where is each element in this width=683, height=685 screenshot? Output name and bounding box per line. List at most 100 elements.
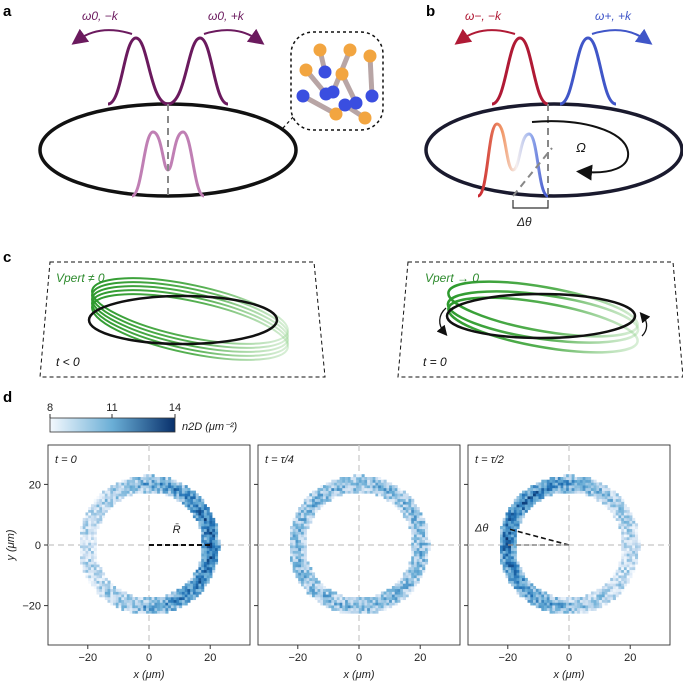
density-pixel	[635, 531, 639, 535]
density-pixel	[148, 487, 152, 491]
density-pixel	[198, 515, 202, 519]
density-pixel	[408, 526, 412, 530]
density-pixel	[621, 575, 625, 579]
density-pixel	[411, 512, 415, 516]
density-pixel	[334, 482, 338, 486]
density-pixel	[408, 496, 412, 500]
density-pixel	[552, 479, 556, 483]
density-pixel	[391, 586, 395, 590]
density-pixel	[394, 485, 398, 489]
density-pixel	[132, 605, 136, 609]
density-pixel	[502, 520, 506, 524]
left-arrow-label: ω−, −k	[465, 9, 502, 23]
density-pixel	[184, 602, 188, 606]
density-pixel	[159, 482, 163, 486]
density-pixel	[516, 509, 520, 513]
density-pixel	[610, 496, 614, 500]
density-pixel	[140, 597, 144, 601]
density-pixel	[411, 545, 415, 549]
density-pixel	[165, 477, 169, 481]
density-pixel	[557, 610, 561, 614]
density-pixel	[104, 509, 108, 513]
density-pixel	[203, 523, 207, 527]
density-pixel	[195, 572, 199, 576]
density-pixel	[353, 602, 357, 606]
density-pixel	[500, 542, 504, 546]
density-pixel	[530, 583, 534, 587]
density-pixel	[91, 567, 95, 571]
density-pixel	[621, 528, 625, 532]
density-pixel	[190, 501, 194, 505]
density-pixel	[425, 523, 429, 527]
density-pixel	[306, 526, 310, 530]
density-pixel	[364, 607, 368, 611]
density-pixel	[588, 605, 592, 609]
density-pixel	[419, 547, 423, 551]
density-pixel	[309, 572, 313, 576]
density-pixel	[500, 528, 504, 532]
density-pixel	[115, 493, 119, 497]
density-pixel	[312, 490, 316, 494]
density-pixel	[157, 597, 161, 601]
density-pixel	[508, 509, 512, 513]
density-pixel	[593, 602, 597, 606]
density-pixel	[596, 487, 600, 491]
density-pixel	[544, 487, 548, 491]
density-pixel	[212, 526, 216, 530]
density-pixel	[579, 485, 583, 489]
density-pixel	[88, 520, 92, 524]
density-pixel	[110, 501, 114, 505]
density-pixel	[626, 547, 630, 551]
density-pixel	[364, 602, 368, 606]
density-pixel	[408, 507, 412, 511]
density-pixel	[599, 594, 603, 598]
density-pixel	[295, 542, 299, 546]
density-pixel	[353, 487, 357, 491]
density-pixel	[325, 485, 329, 489]
density-pixel	[323, 498, 327, 502]
density-pixel	[113, 487, 117, 491]
density-pixel	[146, 474, 150, 478]
density-pixel	[198, 567, 202, 571]
density-pixel	[181, 602, 185, 606]
density-pixel	[298, 517, 302, 521]
density-pixel	[425, 553, 429, 557]
density-pixel	[563, 490, 567, 494]
density-pixel	[192, 586, 196, 590]
density-pixel	[206, 550, 210, 554]
density-pixel	[585, 482, 589, 486]
density-pixel	[137, 597, 141, 601]
density-pixel	[535, 597, 539, 601]
density-pixel	[301, 567, 305, 571]
density-pixel	[590, 487, 594, 491]
density-pixel	[629, 572, 633, 576]
density-pixel	[91, 575, 95, 579]
density-pixel	[505, 556, 509, 560]
density-pixel	[80, 547, 84, 551]
density-pixel	[328, 599, 332, 603]
density-pixel	[157, 605, 161, 609]
density-pixel	[312, 588, 316, 592]
density-pixel	[306, 586, 310, 590]
density-pixel	[159, 599, 163, 603]
density-pixel	[314, 591, 318, 595]
density-pixel	[124, 485, 128, 489]
density-pixel	[115, 496, 119, 500]
density-pixel	[140, 479, 144, 483]
density-pixel	[511, 509, 515, 513]
atom-orange	[358, 111, 372, 125]
density-pixel	[519, 496, 523, 500]
density-pixel	[143, 474, 147, 478]
density-pixel	[212, 523, 216, 527]
density-pixel	[552, 605, 556, 609]
density-pixel	[157, 607, 161, 611]
density-pixel	[618, 517, 622, 521]
density-pixel	[209, 569, 213, 573]
density-pixel	[151, 602, 155, 606]
density-pixel	[342, 482, 346, 486]
density-pixel	[621, 498, 625, 502]
density-pixel	[419, 564, 423, 568]
density-pixel	[607, 493, 611, 497]
density-pixel	[154, 605, 158, 609]
density-pixel	[541, 493, 545, 497]
